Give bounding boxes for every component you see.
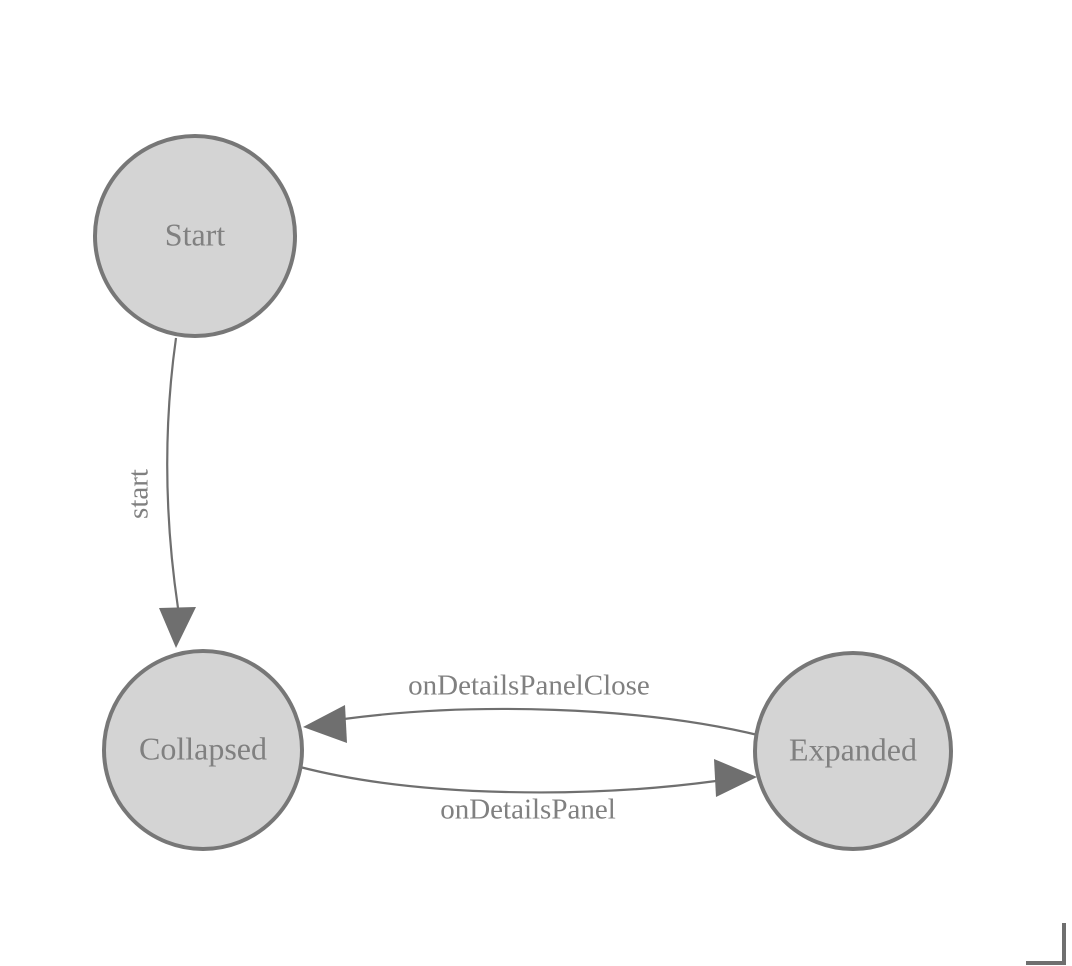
node-shape <box>102 649 304 851</box>
arrowhead-icon <box>714 759 757 797</box>
edge-line <box>299 765 717 794</box>
node-shape <box>753 651 953 851</box>
state-node-label: Expanded <box>789 731 917 767</box>
arrowhead-icon <box>159 607 196 648</box>
node-shape <box>93 134 297 338</box>
edge-label-start: start <box>123 469 155 519</box>
edge-label-on-details-panel-close: onDetailsPanelClose <box>408 670 650 702</box>
edge-start-to-collapsed[interactable]: start <box>123 337 196 648</box>
state-node-start[interactable]: Start <box>93 134 297 338</box>
edge-label-on-details-panel: onDetailsPanel <box>440 794 616 826</box>
edge-expanded-to-collapsed[interactable]: onDetailsPanelClose <box>303 670 763 743</box>
arrowhead-icon <box>303 705 347 743</box>
edge-line <box>166 337 180 609</box>
state-node-collapsed[interactable]: Collapsed <box>102 649 304 851</box>
edge-line <box>343 707 763 738</box>
edge-collapsed-to-expanded[interactable]: onDetailsPanel <box>299 759 757 826</box>
state-node-expanded[interactable]: Expanded <box>753 651 953 851</box>
canvas-resize-corner-icon[interactable] <box>1026 923 1066 965</box>
state-node-label: Start <box>165 216 226 252</box>
state-node-label: Collapsed <box>139 730 267 766</box>
